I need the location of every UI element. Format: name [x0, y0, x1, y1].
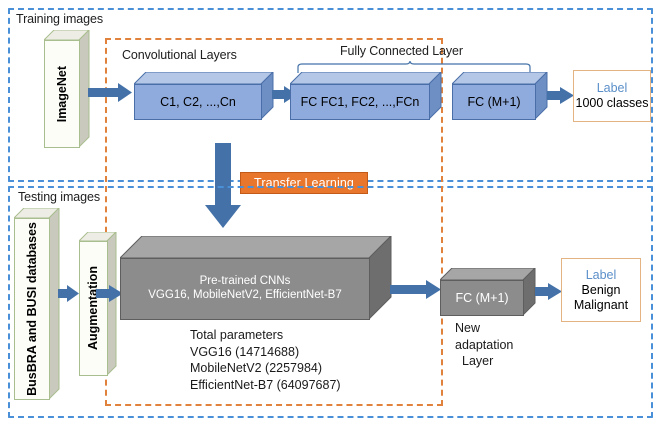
pretrain-model-region	[105, 38, 443, 182]
conv-layers-text: C1, C2, ...,Cn	[160, 94, 236, 109]
pretrained-cnn-box: Pre-trained CNNs VGG16, MobileNetV2, Eff…	[120, 236, 392, 320]
adaptation-line2: adaptation	[455, 337, 514, 352]
augmentation-box: Augmentation	[79, 232, 117, 376]
fc-final-box-top: FC (M+1)	[452, 72, 548, 120]
arrow-fc-to-label-bottom	[535, 283, 562, 300]
convolutional-layers-label: Convolutional Layers	[122, 48, 237, 62]
arrow-transfer-down	[205, 143, 241, 228]
fc-final-box-bottom: FC (M+1)	[440, 268, 536, 316]
total-parameters-heading: Total parameters	[190, 328, 284, 342]
imagenet-dataset-box: ImageNet	[44, 30, 90, 148]
output-label-value-top: 1000 classes	[575, 96, 649, 110]
param-row-efficientnet: EfficientNet-B7 (64097687)	[190, 377, 341, 392]
training-region-label: Training images	[16, 12, 103, 26]
fc-layers-box: FC FC1, FC2, ...,FCn	[290, 72, 442, 120]
output-label-box-top: Label 1000 classes	[573, 70, 651, 122]
param-row-mobilenetv2: MobileNetV2 (2257984)	[190, 361, 323, 375]
arrow-conv-to-fc	[272, 86, 297, 103]
param-row-vgg16: VGG16 (14714688)	[190, 344, 300, 359]
busbra-busi-dataset-box: BusBRA and BUSI databases	[14, 208, 60, 400]
fc-final-text-bottom: FC (M+1)	[455, 290, 509, 305]
busbra-busi-label: BusBRA and BUSI databases	[24, 222, 39, 396]
output-label-malignant: Malignant	[573, 297, 629, 312]
output-label-box-bottom: Label Benign Malignant	[561, 258, 641, 322]
fc-layers-text: FC FC1, FC2, ...,FCn	[300, 94, 420, 109]
arrow-cnn-to-fc-bottom	[390, 280, 441, 299]
fully-connected-layer-label: Fully Connected Layer	[340, 44, 463, 58]
output-label-title-bottom: Label	[585, 267, 617, 282]
adaptation-line1: New	[455, 321, 481, 335]
output-label-benign: Benign	[581, 282, 621, 297]
arrow-imagenet-to-conv	[88, 83, 132, 102]
fc-final-text-top: FC (M+1)	[467, 94, 521, 109]
pretrained-cnn-line2: VGG16, MobileNetV2, EfficientNet-B7	[148, 289, 342, 301]
testing-region	[8, 186, 653, 418]
new-adaptation-layer-caption: New adaptation Layer	[455, 320, 513, 370]
testing-region-label: Testing images	[18, 190, 100, 204]
arrow-augmentation-to-cnn	[96, 285, 123, 302]
adaptation-line3: Layer	[462, 354, 494, 368]
augmentation-label: Augmentation	[86, 266, 101, 351]
pretrained-cnn-line1: Pre-trained CNNs	[199, 275, 291, 288]
fc-group-brace	[297, 60, 531, 73]
output-label-title-top: Label	[596, 81, 628, 95]
arrow-dataset-to-augmentation	[58, 285, 79, 302]
total-parameters-block: Total parameters VGG16 (14714688) Mobile…	[190, 327, 341, 393]
conv-layers-box: C1, C2, ...,Cn	[134, 72, 274, 120]
imagenet-label: ImageNet	[54, 65, 69, 123]
arrow-fc-to-label-top	[547, 87, 574, 104]
